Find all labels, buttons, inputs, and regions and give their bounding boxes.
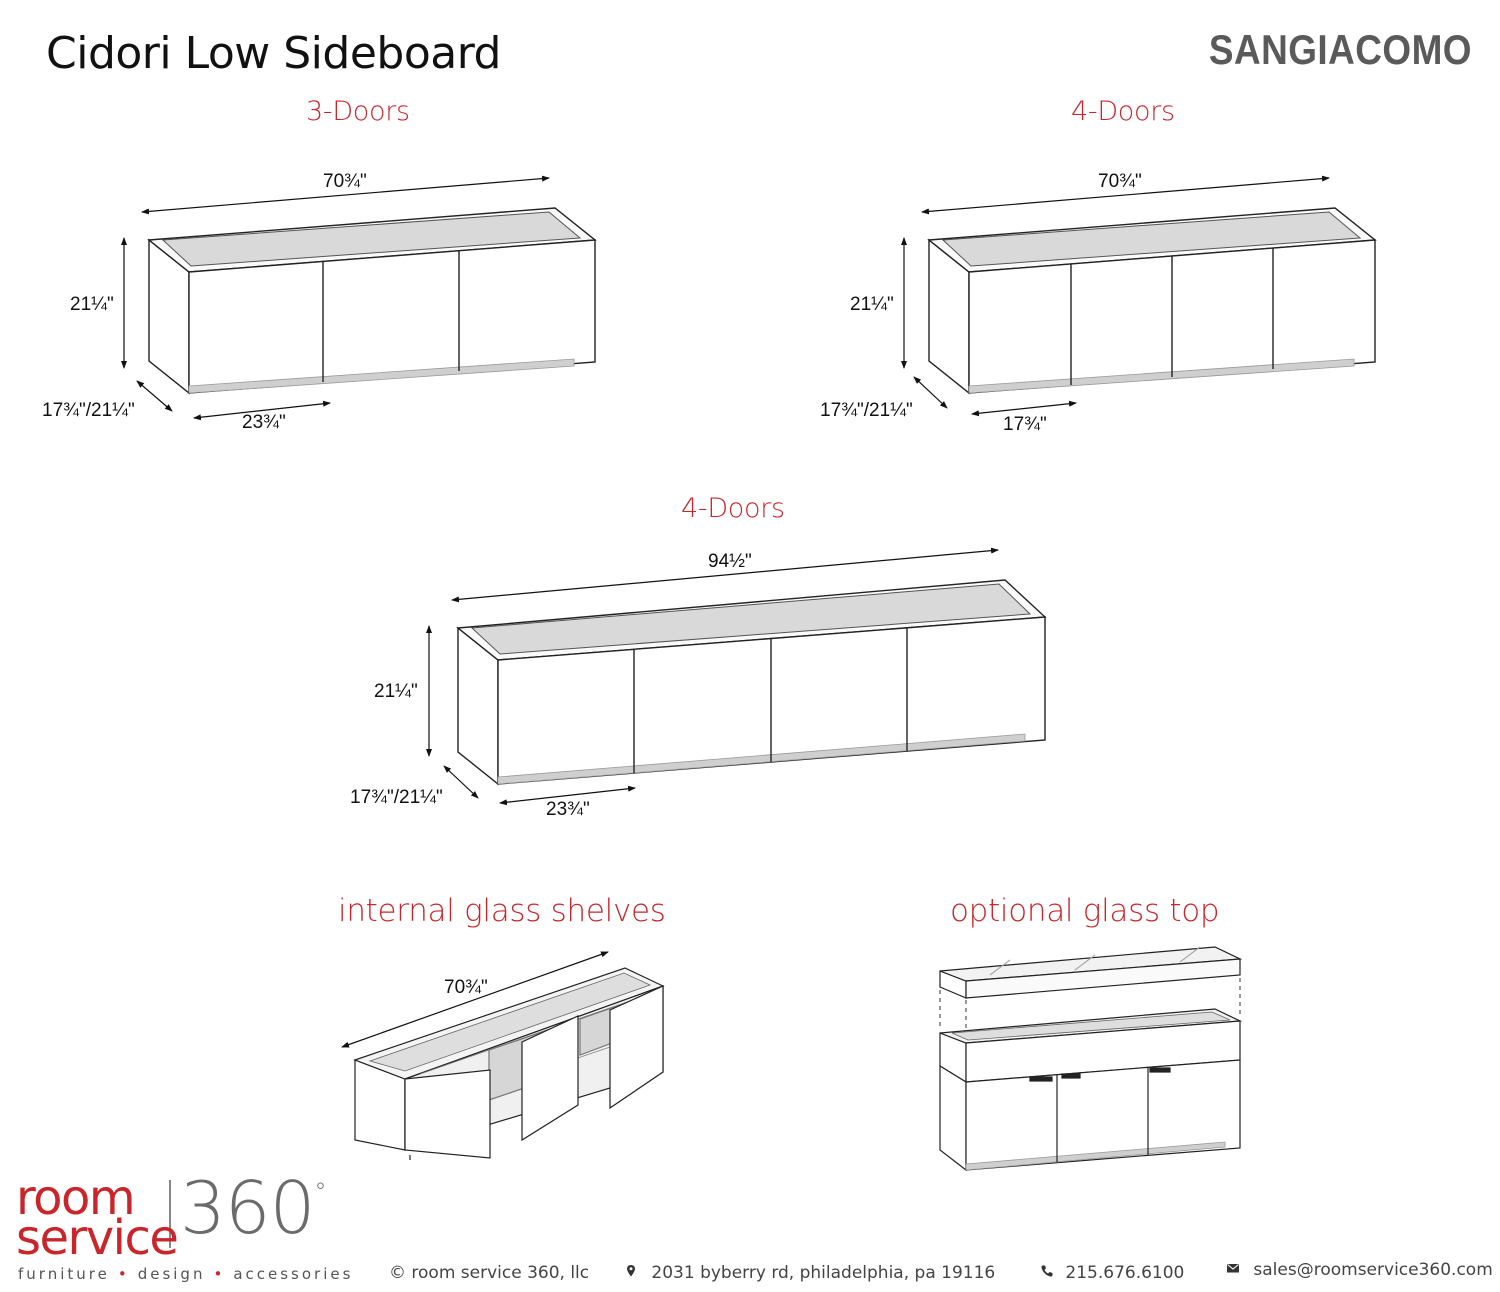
sideboard-4-doors-long-drawing (456, 579, 1047, 786)
variant-2-label: 4-Doors (1071, 96, 1175, 127)
footer-phone: 215.676.6100 (1040, 1263, 1184, 1283)
tagline-design: design (137, 1265, 206, 1283)
page-title: Cidori Low Sideboard (46, 28, 501, 79)
dim-height-3: 21¼" (374, 681, 418, 702)
dim-width-1: 70¾" (323, 171, 367, 192)
map-pin-icon (627, 1265, 635, 1277)
address-text: 2031 byberry rd, philadelphia, pa 19116 (651, 1263, 996, 1283)
dimension-lines-3 (426, 547, 999, 806)
footer-address: 2031 byberry rd, philadelphia, pa 19116 (624, 1263, 995, 1283)
dim-door-3: 23¾" (546, 799, 590, 820)
envelope-icon (1227, 1264, 1239, 1273)
dim-door-2: 17¾" (1003, 414, 1047, 435)
logo-room-text: room (16, 1170, 136, 1226)
dim-depth-2: 17¾"/21¼" (820, 400, 913, 421)
logo-360: 360° (180, 1166, 326, 1250)
dim-depth-3: 17¾"/21¼" (350, 787, 443, 808)
dim-width-3: 94½" (708, 551, 752, 572)
dim-depth-1: 17¾"/21¼" (42, 400, 135, 421)
tagline-accessories: accessories (233, 1265, 354, 1283)
dim-height-1: 21¼" (70, 294, 114, 315)
dim-door-1: 23¾" (242, 412, 286, 433)
dim-width-shelves: 70¾" (444, 977, 488, 998)
variant-1-label: 3-Doors (306, 96, 410, 127)
email-text[interactable]: sales@roomservice360.com (1253, 1260, 1493, 1280)
logo-360-text: 360 (180, 1166, 315, 1250)
option-glasstop-label: optional glass top (950, 893, 1220, 929)
phone-icon (1041, 1265, 1053, 1277)
internal-glass-shelves-drawing (353, 967, 665, 1160)
logo-service-text: service (16, 1210, 179, 1266)
footer-tagline: furniture•design•accessories (18, 1265, 354, 1283)
optional-glass-top-drawing (939, 946, 1243, 1172)
footer-logo: room service (16, 1170, 179, 1266)
dim-height-2: 21¼" (850, 294, 894, 315)
option-shelves-label: internal glass shelves (338, 893, 666, 929)
dim-width-2: 70¾" (1098, 171, 1142, 192)
sideboard-3-doors-drawing (147, 207, 597, 395)
footer-copyright: © room service 360, llc (389, 1263, 590, 1283)
brand-logo: SANGIACOMO (1208, 26, 1472, 73)
dimension-lines-2 (901, 175, 1330, 417)
dimension-lines-shelves (341, 951, 609, 1048)
phone-text: 215.676.6100 (1065, 1263, 1185, 1283)
tagline-furniture: furniture (18, 1265, 110, 1283)
footer-email: sales@roomservice360.com (1226, 1260, 1493, 1280)
sideboard-4-doors-drawing (927, 207, 1377, 395)
variant-3-label: 4-Doors (681, 493, 785, 524)
dimension-lines-1 (121, 175, 550, 421)
